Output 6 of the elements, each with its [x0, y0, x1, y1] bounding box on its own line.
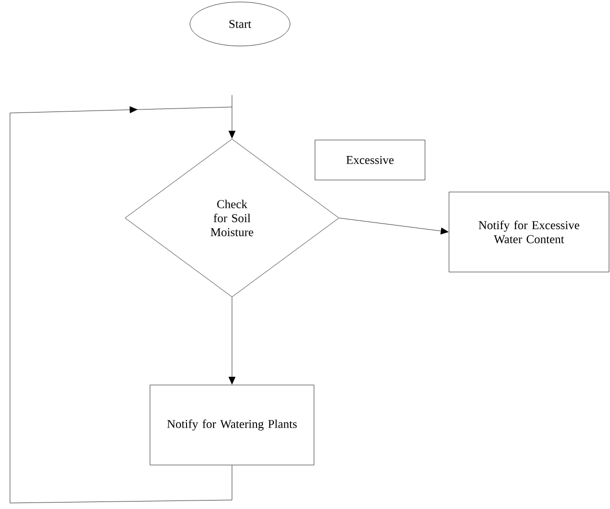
label-box: Excessive [314, 140, 426, 180]
process-box: Notify for Excessive Water Content [448, 192, 610, 272]
loop-arrow [10, 94, 236, 504]
arrow [339, 218, 448, 234]
arrow [228, 297, 236, 384]
process-box: Notify for Watering Plants [150, 384, 314, 466]
